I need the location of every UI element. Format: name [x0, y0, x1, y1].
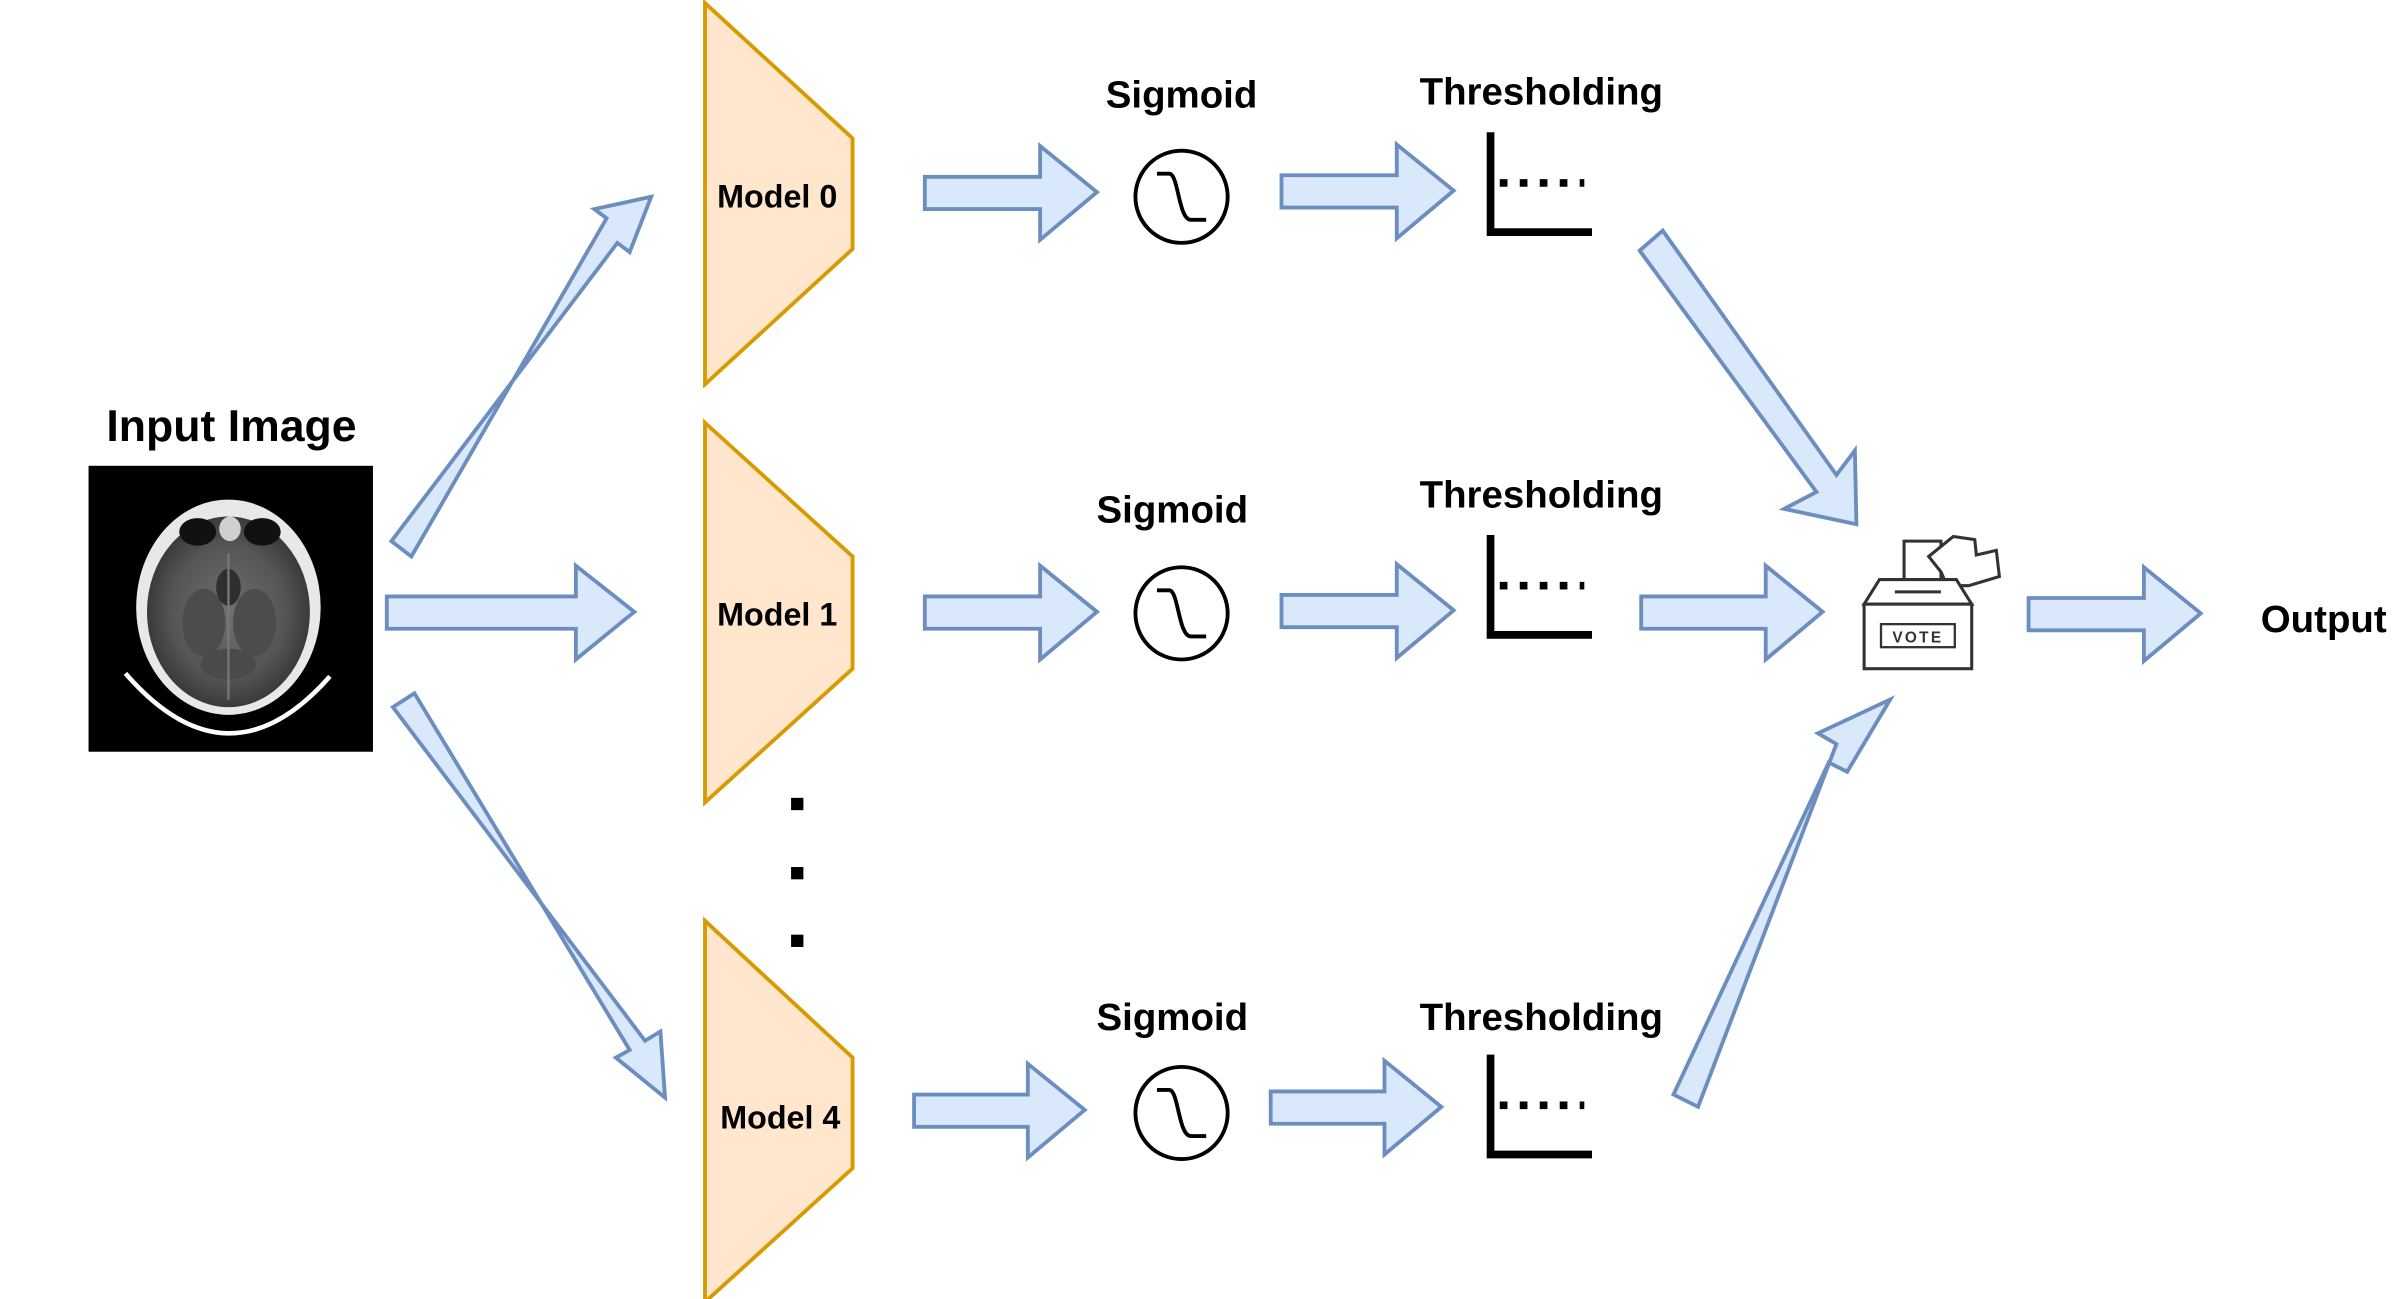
sigmoid-label-4: Sigmoid [1097, 996, 1249, 1039]
arrow-input-to-model-4 [390, 690, 668, 1102]
arrow-input-to-model-1 [384, 561, 638, 664]
arrow-model-1-to-sigmoid [922, 561, 1101, 664]
arrow-input-to-model-0 [388, 194, 655, 560]
sigmoid-label-0: Sigmoid [1106, 74, 1258, 117]
sigmoid-icon [1133, 1064, 1230, 1162]
arrow-threshold-0-to-vote [1637, 227, 1859, 527]
model-4-label: Model 4 [720, 1099, 840, 1135]
model-0-label: Model 0 [717, 179, 837, 215]
ct-scan-image [88, 465, 373, 752]
arrow-threshold-4-to-vote [1670, 695, 1896, 1110]
arrow-vote-to-output [2026, 563, 2204, 666]
sigmoid-label-1: Sigmoid [1097, 489, 1249, 532]
arrow-model-0-to-sigmoid [922, 142, 1101, 244]
arrow-sigmoid-4-to-threshold [1268, 1056, 1445, 1159]
arrow-threshold-1-to-vote [1639, 561, 1826, 664]
ellipsis-dots [791, 797, 804, 947]
threshold-chart-icon [1486, 1054, 1593, 1159]
model-4-block: Model 4 [703, 916, 855, 1299]
ballot-box-icon: VOTE [1861, 534, 2002, 671]
arrow-sigmoid-0-to-threshold [1279, 140, 1457, 243]
threshold-chart-icon [1486, 534, 1593, 639]
sigmoid-icon [1133, 148, 1230, 245]
threshold-chart-icon [1486, 132, 1593, 236]
sigmoid-icon [1133, 565, 1230, 662]
arrow-sigmoid-1-to-threshold [1279, 560, 1457, 663]
input-image-title: Input Image [106, 402, 356, 451]
output-label: Output [2261, 598, 2387, 641]
model-1-block: Model 1 [703, 418, 855, 807]
model-0-block: Model 0 [703, 0, 855, 389]
thresholding-label-1: Thresholding [1420, 473, 1663, 516]
thresholding-label-4: Thresholding [1420, 996, 1663, 1039]
model-1-label: Model 1 [717, 597, 837, 633]
thresholding-label-0: Thresholding [1420, 71, 1663, 114]
arrow-model-4-to-sigmoid [912, 1059, 1088, 1162]
vote-label: VOTE [1892, 630, 1943, 647]
